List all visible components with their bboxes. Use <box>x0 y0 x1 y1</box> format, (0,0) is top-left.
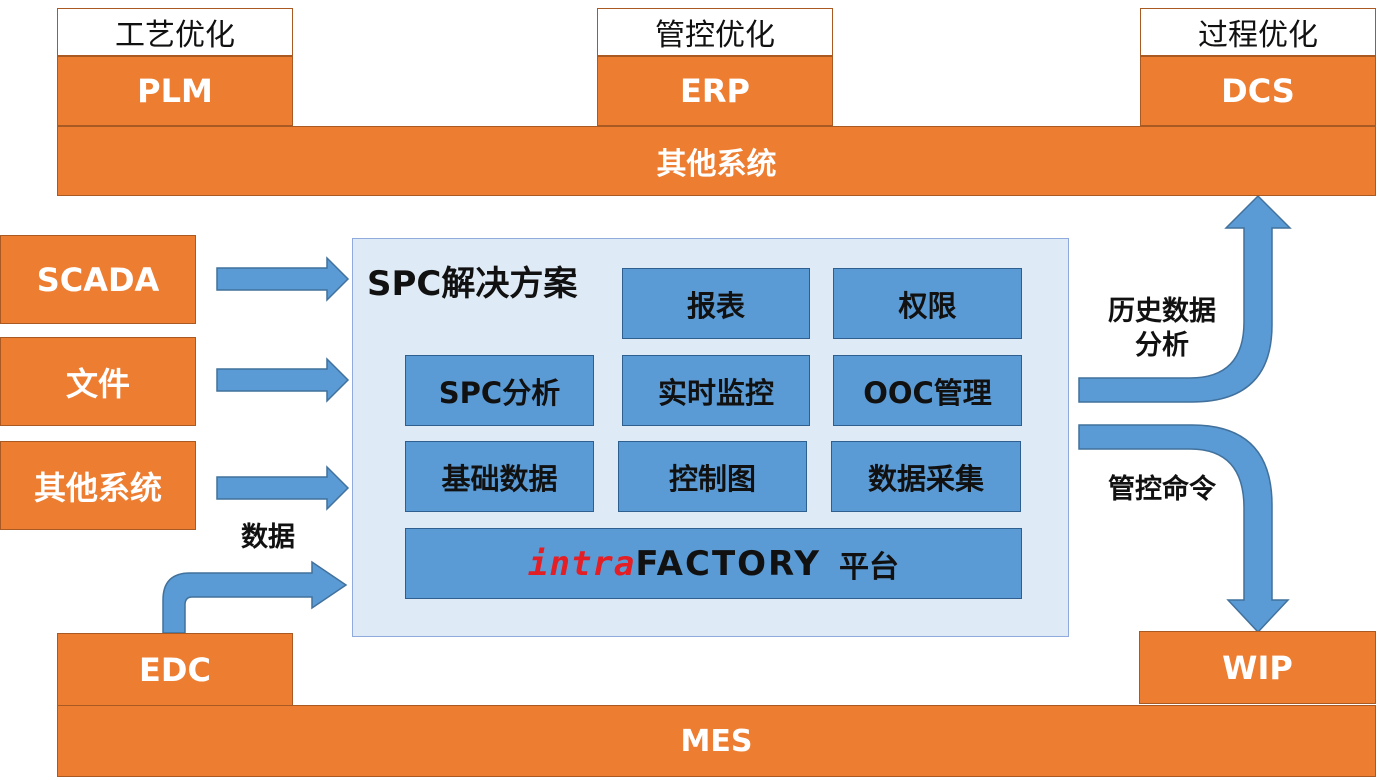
module-realtime-monitor: 实时监控 <box>622 355 810 426</box>
edc-box: EDC <box>57 633 293 706</box>
module-control-chart: 控制图 <box>618 441 807 512</box>
history-analysis-label: 历史数据 分析 <box>1108 296 1216 361</box>
other-systems-bar: 其他系统 <box>57 126 1376 196</box>
module-data-collection: 数据采集 <box>831 441 1021 512</box>
erp-box: ERP <box>597 56 833 126</box>
source-scada: SCADA <box>0 235 196 324</box>
arrow-other-to-spc <box>216 465 350 511</box>
plm-caption: 工艺优化 <box>57 8 293 56</box>
module-basic-data: 基础数据 <box>405 441 594 512</box>
source-file: 文件 <box>0 337 196 426</box>
module-spc-analysis: SPC分析 <box>405 355 594 426</box>
module-permission: 权限 <box>833 268 1022 339</box>
brand-factory: FACTORY <box>635 543 821 584</box>
edc-data-label: 数据 <box>241 522 295 554</box>
wip-box: WIP <box>1139 631 1376 704</box>
module-ooc-management: OOC管理 <box>833 355 1022 426</box>
platform-suffix: 平台 <box>839 549 899 585</box>
plm-box: PLM <box>57 56 293 126</box>
spc-solution-title: SPC解决方案 <box>367 263 578 304</box>
dcs-caption: 过程优化 <box>1140 8 1376 56</box>
control-command-label: 管控命令 <box>1108 474 1216 506</box>
arrow-spc-to-wip <box>1078 424 1290 634</box>
arrow-file-to-spc <box>216 357 350 403</box>
arrow-edc-to-spc <box>162 560 348 634</box>
source-other-systems: 其他系统 <box>0 441 196 530</box>
mes-bar: MES <box>57 705 1376 777</box>
arrow-spc-to-dcs <box>1078 194 1292 403</box>
brand-intra: intra <box>528 543 636 584</box>
arrow-scada-to-spc <box>216 256 350 302</box>
module-report: 报表 <box>622 268 810 339</box>
dcs-box: DCS <box>1140 56 1376 126</box>
erp-caption: 管控优化 <box>597 8 833 56</box>
